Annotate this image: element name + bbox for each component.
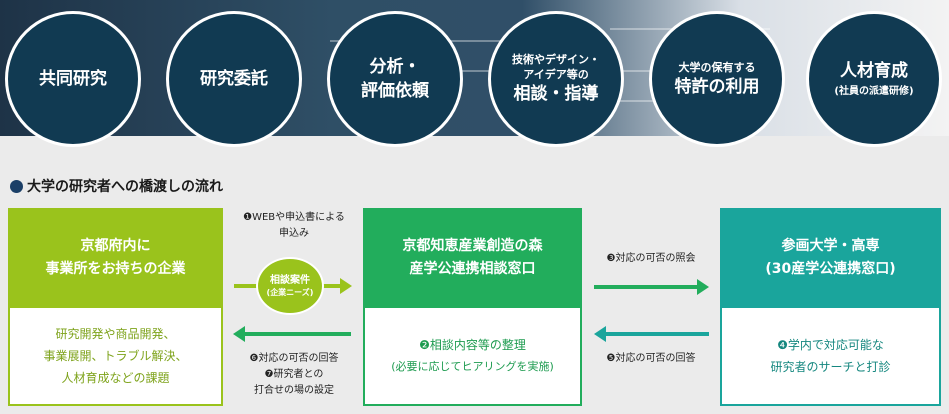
oval-title: 相談案件 xyxy=(270,274,310,286)
service-circle-patent-use: 大学の保有する 特許の利用 xyxy=(649,11,785,147)
service-circle-analysis: 分析・ 評価依頼 xyxy=(327,11,463,147)
step5-caption: ❺対応の可否の回答 xyxy=(606,353,696,364)
step1-text: 申込み xyxy=(279,228,309,239)
university-box-text: ❹学内で対応可能な xyxy=(777,338,884,352)
step3-caption: ❸対応の可否の照会 xyxy=(606,253,696,264)
circle-label: 分析・ xyxy=(369,57,421,77)
bullet-dot-icon xyxy=(10,179,23,193)
consultation-desk-body: ❷相談内容等の整理 (必要に応じてヒアリングを実施) xyxy=(363,308,582,406)
section-title-text: 大学の研究者への橋渡しの流れ xyxy=(27,179,223,195)
university-box-title: (30産学公連携窓口) xyxy=(765,261,896,277)
university-box-text: 研究者のサーチと打診 xyxy=(770,360,891,374)
university-box-body: ❹学内で対応可能な 研究者のサーチと打診 xyxy=(720,308,941,406)
company-box-text: 人材育成などの課題 xyxy=(61,371,170,385)
circle-label: 相談・指導 xyxy=(513,84,599,104)
circle-label: 共同研究 xyxy=(39,69,107,89)
university-box-title: 参画大学・高専 xyxy=(781,238,880,254)
service-circle-hr-development: 人材育成 (社員の派遣研修) xyxy=(806,11,942,147)
arrow-right-icon xyxy=(594,279,709,295)
consultation-desk-box: 京都知恵産業創造の森 産学公連携相談窓口 ❷相談内容等の整理 (必要に応じてヒア… xyxy=(363,208,582,406)
circle-label: 特許の利用 xyxy=(674,76,760,97)
consultation-desk-text: (必要に応じてヒアリングを実施) xyxy=(391,360,554,373)
circle-label: 人材育成 xyxy=(840,61,908,81)
consultation-desk-text: ❷相談内容等の整理 xyxy=(419,338,526,352)
service-circle-joint-research: 共同研究 xyxy=(5,11,141,147)
header-band xyxy=(0,0,949,136)
step7-text: 打合せの場の設定 xyxy=(254,385,334,396)
company-box: 京都府内に 事業所をお持ちの企業 研究開発や商品開発、 事業展開、トラブル解決、… xyxy=(8,208,223,406)
section-title: 大学の研究者への橋渡しの流れ xyxy=(10,176,223,196)
circle-note: (社員の派遣研修) xyxy=(834,86,914,97)
circle-label: 評価依頼 xyxy=(361,81,429,101)
arrow-left-icon xyxy=(233,326,351,342)
company-box-header: 京都府内に 事業所をお持ちの企業 xyxy=(8,208,223,308)
circle-sublabel: 大学の保有する xyxy=(678,60,756,74)
step1-text: ❶WEBや申込書による xyxy=(243,212,345,223)
company-box-title: 事業所をお持ちの企業 xyxy=(45,261,186,277)
company-box-title: 京都府内に xyxy=(80,238,151,254)
consultation-desk-title: 京都知恵産業創造の森 xyxy=(402,238,543,254)
consultation-desk-header: 京都知恵産業創造の森 産学公連携相談窓口 xyxy=(363,208,582,308)
oval-note: (企業ニーズ) xyxy=(266,287,314,297)
company-box-text: 研究開発や商品開発、 xyxy=(55,327,176,341)
company-box-body: 研究開発や商品開発、 事業展開、トラブル解決、 人材育成などの課題 xyxy=(8,308,223,406)
step6-text: ❻対応の可否の回答 xyxy=(249,353,339,364)
step7-text: ❼研究者との xyxy=(264,369,324,380)
step6-7-caption: ❻対応の可否の回答 ❼研究者との 打合せの場の設定 xyxy=(229,351,359,399)
circle-sublabel: アイデア等の xyxy=(523,68,589,81)
consultation-case-oval: 相談案件 (企業ニーズ) xyxy=(256,257,324,315)
service-circle-commissioned-research: 研究委託 xyxy=(166,11,302,147)
circle-label: 研究委託 xyxy=(200,69,268,89)
university-box: 参画大学・高専 (30産学公連携窓口) ❹学内で対応可能な 研究者のサーチと打診 xyxy=(720,208,941,406)
step1-caption: ❶WEBや申込書による 申込み xyxy=(229,210,359,242)
service-circle-consultation: 技術やデザイン・ アイデア等の 相談・指導 xyxy=(488,11,624,147)
company-box-text: 事業展開、トラブル解決、 xyxy=(43,349,188,363)
circle-sublabel: 技術やデザイン・ xyxy=(512,53,600,66)
university-box-header: 参画大学・高専 (30産学公連携窓口) xyxy=(720,208,941,308)
consultation-desk-title: 産学公連携相談窓口 xyxy=(409,261,536,277)
arrow-left-icon xyxy=(594,326,709,342)
